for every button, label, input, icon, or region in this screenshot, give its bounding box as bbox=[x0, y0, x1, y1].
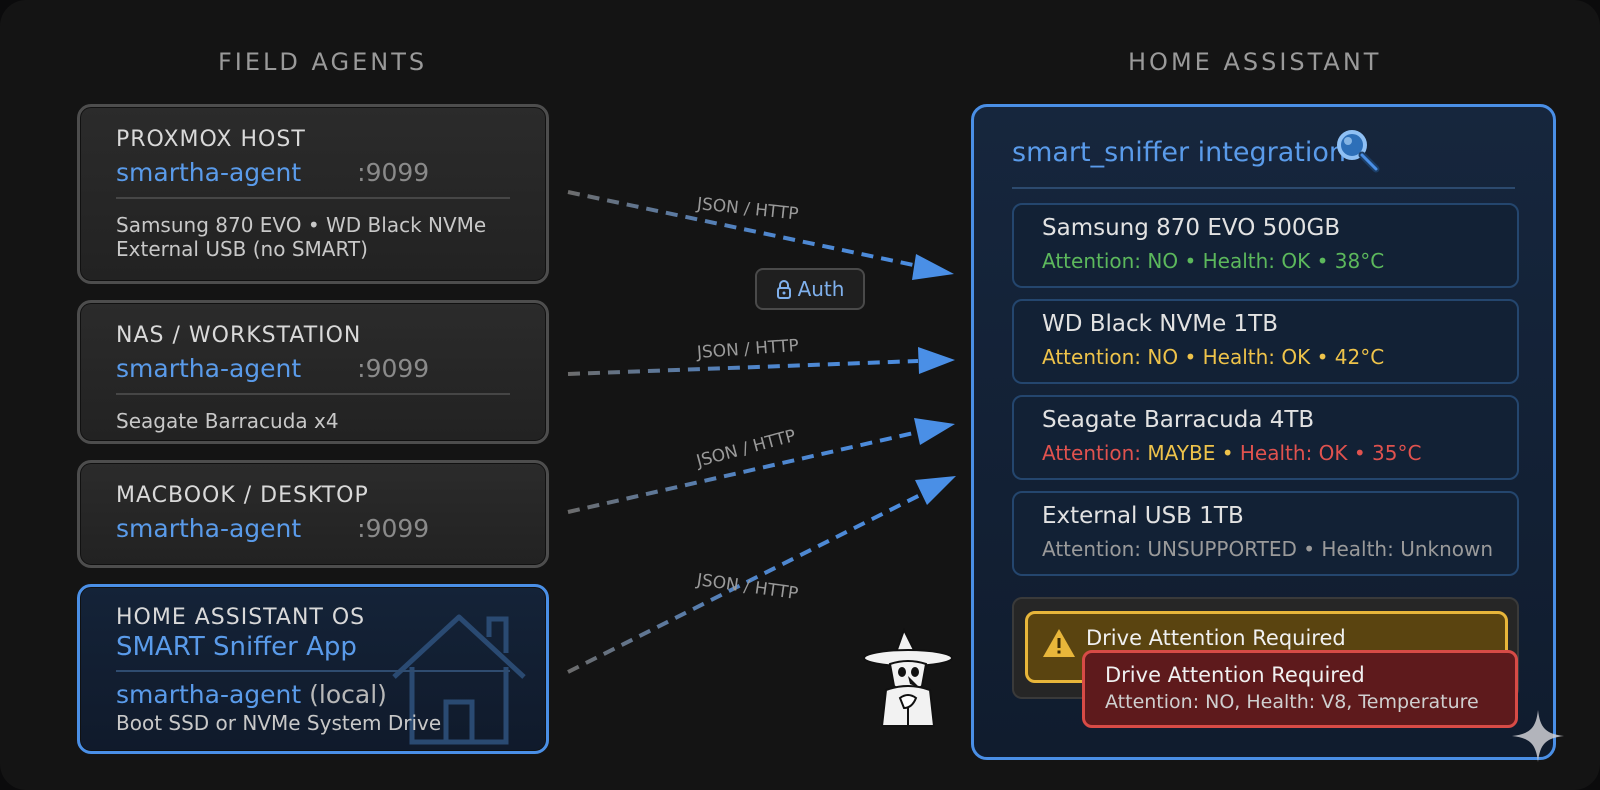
status-separator: • bbox=[1316, 249, 1329, 273]
card-divider bbox=[116, 393, 510, 395]
drive-name: WD Black NVMe 1TB bbox=[1042, 311, 1279, 337]
agent-card-ha-os: HOME ASSISTANT OS SMART Sniffer App smar… bbox=[77, 584, 549, 754]
panel-divider bbox=[1012, 187, 1515, 189]
attention-status: Attention: NO bbox=[1042, 345, 1179, 369]
agent-port: :9099 bbox=[357, 514, 430, 543]
error-title: Drive Attention Required bbox=[1105, 663, 1365, 687]
status-separator: • bbox=[1316, 345, 1329, 369]
health-status: Health: OK bbox=[1202, 249, 1311, 273]
drive-status: Attention: NO • Health: OK • 42°C bbox=[1042, 345, 1517, 369]
temperature: 35°C bbox=[1372, 441, 1422, 465]
drive-card-wd-black: WD Black NVMe 1TB Attention: NO • Health… bbox=[1012, 299, 1519, 384]
drive-card-seagate: Seagate Barracuda 4TB Attention: MAYBE •… bbox=[1012, 395, 1519, 480]
drive-name: External USB 1TB bbox=[1042, 503, 1244, 529]
agent-card-nas: NAS / WORKSTATION smartha-agent :9099 Se… bbox=[77, 300, 549, 444]
home-assistant-title: HOME ASSISTANT bbox=[1128, 48, 1382, 76]
warning-icon bbox=[1043, 629, 1075, 657]
drive-name: Samsung 870 EVO 500GB bbox=[1042, 215, 1341, 241]
agent-line: smartha-agent :9099 bbox=[116, 514, 510, 543]
agent-line: smartha-agent (local) bbox=[116, 680, 510, 709]
health-status: Health: Unknown bbox=[1321, 537, 1494, 561]
agent-scope: (local) bbox=[309, 680, 387, 709]
drive-card-samsung: Samsung 870 EVO 500GB Attention: NO • He… bbox=[1012, 203, 1519, 288]
card-heading: PROXMOX HOST bbox=[116, 127, 306, 152]
auth-label: Auth bbox=[797, 277, 845, 301]
status-separator: • bbox=[1303, 537, 1316, 561]
drive-list: Samsung 870 EVO • WD Black NVMe External… bbox=[116, 213, 510, 261]
arrow-ha-os bbox=[567, 476, 956, 674]
attention-value: MAYBE bbox=[1147, 441, 1216, 465]
drive-name: Seagate Barracuda 4TB bbox=[1042, 407, 1315, 433]
agent-port: :9099 bbox=[357, 158, 430, 187]
agent-name: smartha-agent bbox=[116, 158, 302, 187]
agent-name: smartha-agent bbox=[116, 354, 302, 383]
agent-card-proxmox: PROXMOX HOST smartha-agent :9099 Samsung… bbox=[77, 104, 549, 284]
status-separator: • bbox=[1184, 249, 1197, 273]
lock-icon bbox=[776, 280, 791, 299]
temperature: 42°C bbox=[1334, 345, 1385, 369]
agent-line: smartha-agent :9099 bbox=[116, 354, 510, 383]
arrow-nas bbox=[567, 347, 955, 376]
error-body: Attention: NO, Health: V8, Temperature bbox=[1105, 691, 1479, 713]
card-heading: NAS / WORKSTATION bbox=[116, 323, 362, 348]
card-divider bbox=[116, 670, 510, 672]
agent-line: smartha-agent :9099 bbox=[116, 158, 510, 187]
attention-status: Attention: UNSUPPORTED bbox=[1042, 537, 1297, 561]
temperature: 38°C bbox=[1334, 249, 1385, 273]
drive-list-line: Boot SSD or NVMe System Drive bbox=[116, 711, 442, 735]
warning-title: Drive Attention Required bbox=[1086, 626, 1346, 650]
house-icon bbox=[392, 614, 526, 745]
drive-status: Attention: MAYBE • Health: OK • 35°C bbox=[1042, 441, 1517, 465]
drive-list-line: External USB (no SMART) bbox=[116, 237, 368, 261]
drive-list-line: Seagate Barracuda x4 bbox=[116, 409, 339, 433]
attention-status: Attention: NO bbox=[1042, 249, 1179, 273]
status-separator: • bbox=[1221, 441, 1234, 465]
agent-port: :9099 bbox=[357, 354, 430, 383]
drive-list: Seagate Barracuda x4 bbox=[116, 409, 510, 433]
arrow-proxmox bbox=[567, 190, 954, 280]
sparkle-icon bbox=[1512, 710, 1564, 762]
field-agents-title: FIELD AGENTS bbox=[218, 48, 428, 76]
card-divider bbox=[116, 197, 510, 199]
agent-card-macbook: MACBOOK / DESKTOP smartha-agent :9099 bbox=[77, 460, 549, 568]
integration-title: smart_sniffer integration bbox=[1012, 137, 1346, 168]
attention-label: Attention: bbox=[1042, 441, 1142, 465]
drive-card-external-usb: External USB 1TB Attention: UNSUPPORTED … bbox=[1012, 491, 1519, 576]
agent-name: smartha-agent bbox=[116, 680, 302, 709]
auth-badge: Auth bbox=[755, 268, 865, 310]
spy-mascot-icon bbox=[863, 628, 953, 727]
drive-status: Attention: NO • Health: OK • 38°C bbox=[1042, 249, 1517, 273]
magnifier-icon bbox=[1337, 130, 1380, 173]
status-separator: • bbox=[1353, 441, 1366, 465]
health-status: Health: OK bbox=[1202, 345, 1311, 369]
status-separator: • bbox=[1184, 345, 1197, 369]
app-title: SMART Sniffer App bbox=[116, 632, 357, 662]
card-heading: HOME ASSISTANT OS bbox=[116, 605, 366, 630]
agent-name: smartha-agent bbox=[116, 514, 302, 543]
card-heading: MACBOOK / DESKTOP bbox=[116, 483, 369, 508]
drive-status: Attention: UNSUPPORTED • Health: Unknown bbox=[1042, 537, 1517, 561]
error-notification[interactable]: Drive Attention Required Attention: NO, … bbox=[1082, 650, 1518, 728]
arrow-macbook bbox=[567, 418, 955, 514]
drive-list-line: Samsung 870 EVO • WD Black NVMe bbox=[116, 213, 487, 237]
health-status: Health: OK bbox=[1239, 441, 1348, 465]
